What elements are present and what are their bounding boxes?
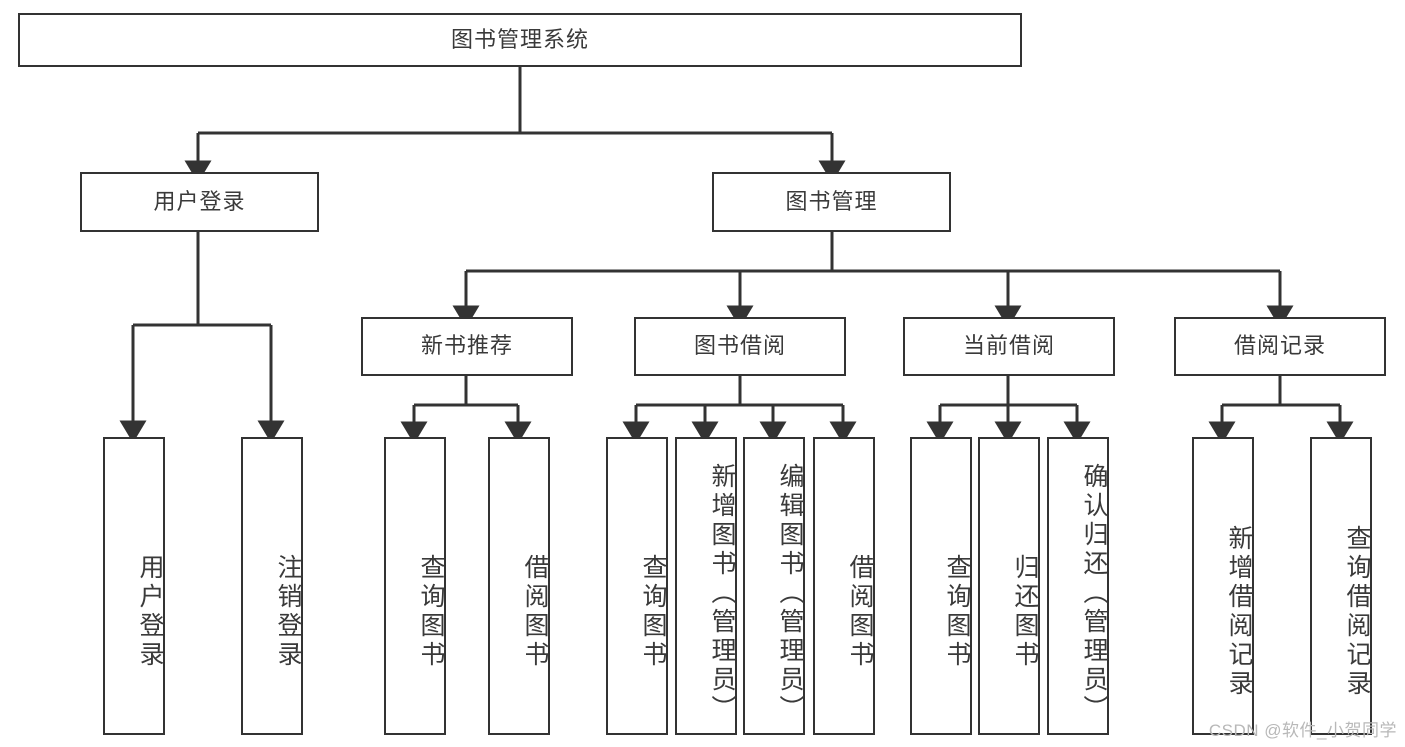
node-label: 归还图书	[1011, 554, 1039, 670]
node-label: 新增借阅记录	[1225, 525, 1253, 699]
node-label: 图书管理	[785, 188, 878, 214]
node-label: 查询借阅记录	[1343, 525, 1371, 699]
node-label: 查询图书	[417, 554, 445, 670]
node-new-book-recommendation[interactable]: 新书推荐	[361, 317, 573, 376]
node-label: 图书管理系统	[450, 26, 589, 52]
leaf-query-books-current[interactable]: 查询图书	[910, 437, 972, 735]
node-book-management[interactable]: 图书管理	[712, 172, 951, 232]
leaf-add-borrow-record[interactable]: 新增借阅记录	[1192, 437, 1254, 735]
leaf-confirm-return-admin[interactable]: 确认归还（管理员）	[1047, 437, 1109, 735]
leaf-borrow-books[interactable]: 借阅图书	[813, 437, 875, 735]
node-label: 用户登录	[153, 188, 246, 214]
node-user-login[interactable]: 用户登录	[80, 172, 319, 232]
node-book-borrow[interactable]: 图书借阅	[634, 317, 846, 376]
node-current-borrow[interactable]: 当前借阅	[903, 317, 1115, 376]
node-label: 新增图书（管理员）	[708, 462, 736, 724]
node-label: 查询图书	[639, 554, 667, 670]
node-borrow-records[interactable]: 借阅记录	[1174, 317, 1386, 376]
node-label: 新书推荐	[420, 333, 513, 359]
node-label: 用户登录	[136, 554, 164, 670]
leaf-user-login[interactable]: 用户登录	[103, 437, 165, 735]
node-label: 编辑图书（管理员）	[776, 462, 804, 724]
node-label: 查询图书	[943, 554, 971, 670]
leaf-query-books-borrow[interactable]: 查询图书	[606, 437, 668, 735]
node-label: 图书借阅	[693, 333, 786, 359]
leaf-query-borrow-record[interactable]: 查询借阅记录	[1310, 437, 1372, 735]
leaf-query-books-new[interactable]: 查询图书	[384, 437, 446, 735]
node-label: 当前借阅	[962, 333, 1055, 359]
node-label: 借阅图书	[846, 554, 874, 670]
leaf-return-books[interactable]: 归还图书	[978, 437, 1040, 735]
leaf-borrow-books-new[interactable]: 借阅图书	[488, 437, 550, 735]
node-label: 借阅图书	[521, 554, 549, 670]
node-label: 借阅记录	[1233, 333, 1326, 359]
leaf-add-book-admin[interactable]: 新增图书（管理员）	[675, 437, 737, 735]
node-label: 确认归还（管理员）	[1080, 462, 1108, 724]
leaf-logout[interactable]: 注销登录	[241, 437, 303, 735]
leaf-edit-book-admin[interactable]: 编辑图书（管理员）	[743, 437, 805, 735]
node-root-system[interactable]: 图书管理系统	[18, 13, 1022, 67]
node-label: 注销登录	[274, 554, 302, 670]
